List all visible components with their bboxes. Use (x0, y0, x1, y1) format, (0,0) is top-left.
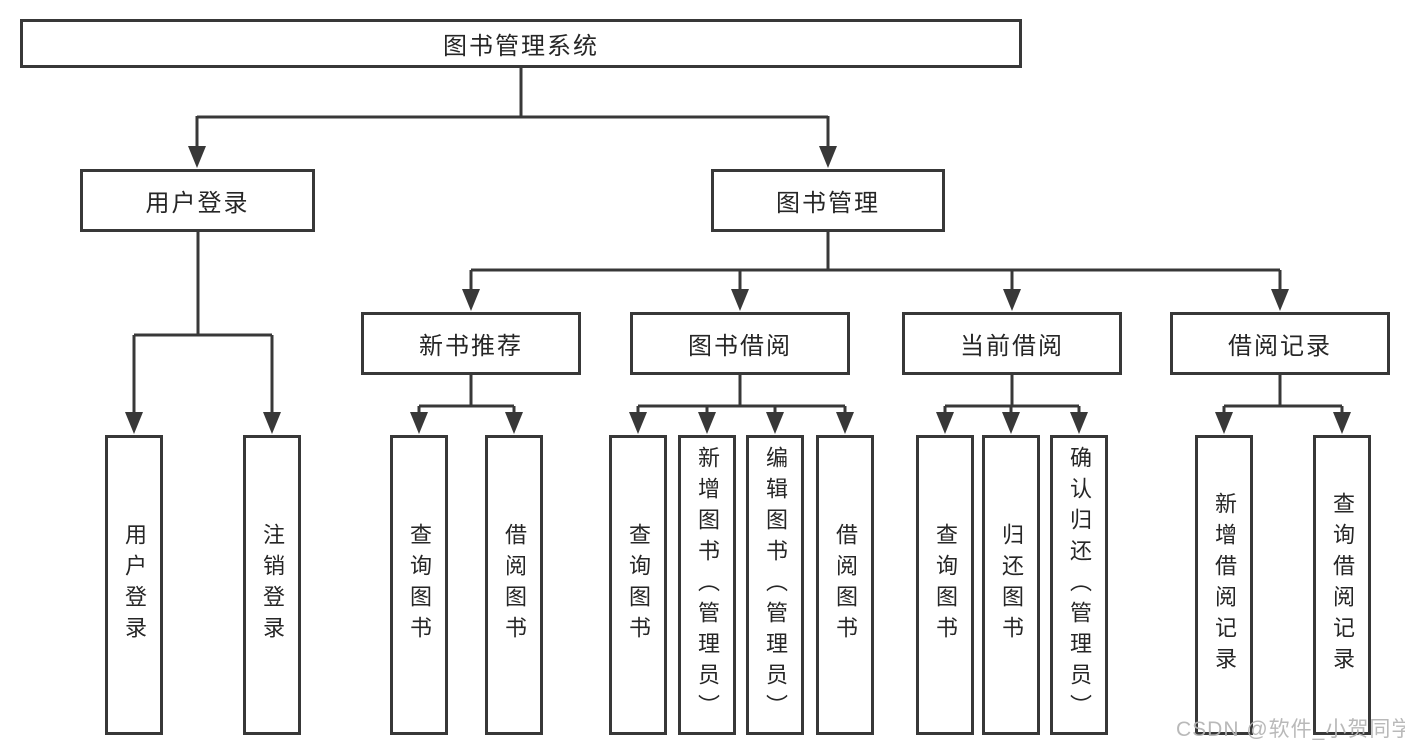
leaf-user-login: 用户登录 (105, 435, 163, 735)
leaf-recommend-borrow-books: 借阅图书 (485, 435, 543, 735)
connector-user-login-to-children (125, 232, 281, 434)
leaf-recommend-query-books: 查询图书 (390, 435, 448, 735)
node-book-management: 图书管理 (711, 169, 945, 232)
leaf-logout-login: 注销登录 (243, 435, 301, 735)
node-borrowing-records: 借阅记录 (1170, 312, 1390, 375)
leaf-borrow-borrow-books: 借阅图书 (816, 435, 874, 735)
connector-borrowing-records-to-children (1215, 375, 1351, 434)
connector-root-to-children (188, 68, 837, 168)
connector-current-borrowing-to-children (936, 375, 1088, 434)
node-book-management-system: 图书管理系统 (20, 19, 1022, 68)
leaf-borrow-add-books-admin: 新增图书（管理员） (678, 435, 736, 735)
leaf-records-add-borrow-record: 新增借阅记录 (1195, 435, 1253, 735)
connector-new-book-recommendation-to-children (410, 375, 523, 434)
csdn-watermark: CSDN @软件_小贺同学 (1176, 718, 1405, 741)
leaf-records-query-borrow-record: 查询借阅记录 (1313, 435, 1371, 735)
connector-book-borrowing-to-children (629, 375, 854, 434)
leaf-current-query-books: 查询图书 (916, 435, 974, 735)
leaf-current-return-books: 归还图书 (982, 435, 1040, 735)
leaf-borrow-query-books: 查询图书 (609, 435, 667, 735)
node-user-login: 用户登录 (80, 169, 315, 232)
connector-book-management-to-children (462, 232, 1289, 311)
node-book-borrowing: 图书借阅 (630, 312, 850, 375)
node-new-book-recommendation: 新书推荐 (361, 312, 581, 375)
node-current-borrowing: 当前借阅 (902, 312, 1122, 375)
leaf-borrow-edit-books-admin: 编辑图书（管理员） (746, 435, 804, 735)
leaf-current-confirm-return-admin: 确认归还（管理员） (1050, 435, 1108, 735)
